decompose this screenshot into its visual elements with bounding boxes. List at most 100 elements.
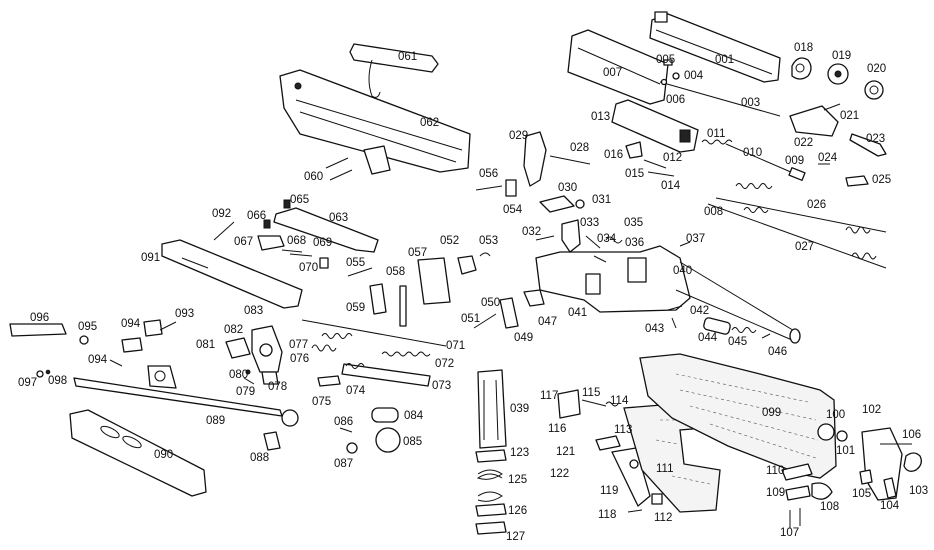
- part-074: [341, 363, 431, 387]
- callout-094b: 094: [88, 354, 108, 366]
- callout-106: 105: [852, 488, 871, 500]
- callout-080: 079: [236, 386, 255, 398]
- callout-125: 123: [510, 447, 529, 459]
- callout-066: 065: [290, 194, 309, 206]
- callout-076: 075: [312, 396, 331, 408]
- callout-016: 016: [604, 149, 623, 161]
- callout-067: 066: [247, 210, 266, 222]
- callout-053: 052: [440, 235, 459, 247]
- callout-098: 097: [18, 377, 37, 389]
- part-049: [523, 289, 545, 307]
- callout-113: 112: [654, 512, 672, 524]
- callout-031: 030: [558, 182, 577, 194]
- callout-042: 041: [568, 307, 587, 319]
- part-114: [629, 459, 639, 469]
- callout-035: 034: [597, 233, 617, 245]
- callout-111: 110: [766, 465, 784, 477]
- callout-063: 062: [420, 117, 439, 129]
- part-036: [605, 236, 623, 244]
- callout-032: 031: [592, 194, 611, 206]
- part-128: [475, 521, 507, 535]
- part-121: [611, 447, 651, 507]
- callout-127: 126: [508, 505, 527, 517]
- callout-123: 122: [550, 468, 569, 480]
- part-rod: [659, 81, 781, 117]
- callout-001: 001: [715, 54, 734, 66]
- part-089: [263, 431, 281, 451]
- callout-008: 008: [704, 206, 723, 218]
- callout-011: 011: [707, 128, 725, 140]
- part-046: [731, 327, 757, 333]
- part-116: [581, 399, 607, 407]
- part-spring-026b: [845, 226, 871, 234]
- callout-088: 087: [334, 458, 353, 470]
- callout-108: 107: [780, 527, 799, 539]
- callout-071: 070: [299, 262, 318, 274]
- part-stock: [639, 353, 837, 479]
- part-067: [263, 219, 271, 229]
- part-025: [845, 175, 869, 187]
- part-handguard-lower: [69, 409, 207, 497]
- callout-051: 050: [481, 297, 500, 309]
- callout-062: 061: [398, 51, 417, 63]
- callout-014: 014: [661, 180, 681, 192]
- part-127: [475, 503, 507, 517]
- part-076: [317, 375, 341, 387]
- callout-040: 039: [510, 403, 529, 415]
- callout-029: 028: [570, 142, 589, 154]
- callout-121: 119: [600, 485, 618, 497]
- callout-052: 051: [461, 313, 480, 325]
- callout-055: 054: [503, 204, 523, 216]
- part-054: [479, 252, 491, 257]
- callout-068: 067: [234, 236, 253, 248]
- part-spring-027b: [851, 252, 877, 260]
- part-115: [605, 401, 619, 407]
- part-126: [476, 469, 503, 480]
- callout-099: 098: [48, 375, 67, 387]
- part-052: [473, 313, 497, 329]
- callout-101: 100: [826, 409, 845, 421]
- callout-006: 006: [666, 94, 685, 106]
- part-cocking-handle: [349, 43, 439, 98]
- part-050: [499, 297, 519, 329]
- part-trigger-housing-barrel: [535, 245, 801, 344]
- callout-054: 053: [479, 235, 498, 247]
- callout-114: 113: [614, 424, 632, 436]
- part-098: [36, 370, 44, 378]
- callout-025: 025: [872, 174, 891, 186]
- callout-018: 018: [794, 42, 813, 54]
- callout-116: 115: [582, 387, 600, 399]
- callout-112: 111: [656, 463, 673, 475]
- callout-119: 118: [598, 509, 616, 521]
- part-118: [557, 389, 581, 419]
- part-060: [369, 283, 387, 315]
- part-094b: [109, 359, 123, 367]
- part-pin-004: [672, 72, 680, 80]
- part-088: [346, 442, 358, 454]
- callout-026: 026: [807, 199, 826, 211]
- part-014: [647, 171, 675, 177]
- part-015: [643, 159, 667, 169]
- part-spring-011: [701, 139, 733, 145]
- callout-077: 076: [290, 353, 309, 365]
- part-102: [836, 430, 848, 442]
- part-barrel: [73, 365, 299, 427]
- callout-043: 042: [690, 305, 709, 317]
- callout-078: 077: [289, 339, 308, 351]
- callout-046: 045: [728, 336, 747, 348]
- callout-012: 012: [663, 152, 682, 164]
- part-099: [45, 369, 51, 375]
- callout-039: 037: [686, 233, 705, 245]
- callout-085: 084: [404, 410, 424, 422]
- part-044: [671, 317, 677, 329]
- part-029: [549, 155, 591, 165]
- callout-065: 063: [329, 212, 348, 224]
- part-030: [523, 131, 547, 187]
- part-066: [283, 199, 291, 209]
- part-086: [375, 427, 401, 453]
- part-083: [259, 343, 273, 357]
- callout-010: 010: [743, 147, 762, 159]
- part-070: [289, 253, 313, 257]
- part-071: [319, 257, 329, 269]
- part-082: [225, 337, 251, 359]
